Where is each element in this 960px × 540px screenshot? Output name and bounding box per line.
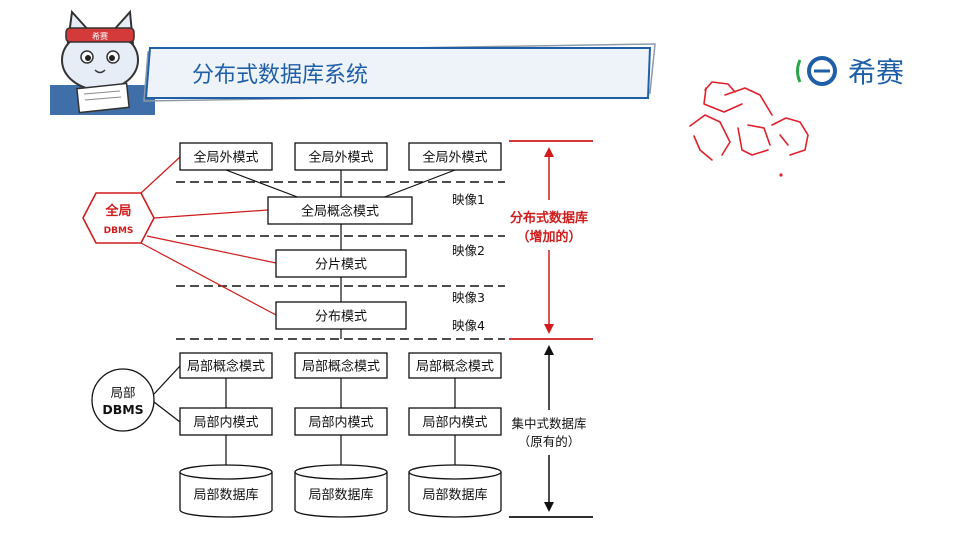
global-external-schema-1: 全局外模式 [193,150,258,166]
global-dbms-label-2: DBMS [104,226,134,236]
mapping-label-2: 映像2 [452,243,485,258]
fragment-schema: 分片模式 [275,249,407,278]
local-conceptual-schema-row: 局部概念模式 局部概念模式 局部概念模式 [179,352,502,379]
mascot-illustration: 希赛 [50,9,155,115]
distributed-label-1: 分布式数据库 [510,210,588,226]
brand-logo: 希赛 [796,56,904,89]
local-database-row: 局部数据库 局部数据库 局部数据库 [179,464,502,518]
distributed-bracket: 分布式数据库 （增加的） [509,140,593,340]
title-banner: 分布式数据库系统 [143,43,656,102]
centralized-label-2: （原有的） [518,434,581,449]
mapping-label-1: 映像1 [452,192,485,207]
local-internal-schema-row: 局部内模式 局部内模式 局部内模式 [179,407,502,436]
local-database-3: 局部数据库 [422,487,487,503]
mapping-dividers [176,181,505,340]
local-database-2: 局部数据库 [308,487,373,503]
mapping-label-3: 映像3 [452,290,485,305]
global-dbms-node: 全局 DBMS [82,192,155,244]
local-dbms-label-1: 局部 [110,385,135,400]
fragment-schema-label: 分片模式 [315,258,367,273]
local-internal-schema-3: 局部内模式 [422,415,487,431]
allocation-schema-label: 分布模式 [315,310,367,325]
local-internal-schema-2: 局部内模式 [308,415,373,431]
global-external-schema-3: 全局外模式 [422,150,487,166]
mapping-labels: 映像1 映像2 映像3 映像4 [452,192,485,333]
global-external-schema-2: 全局外模式 [308,150,373,166]
logo-text: 希赛 [848,56,904,89]
local-conceptual-schema-2: 局部概念模式 [302,359,380,375]
centralized-label-1: 集中式数据库 [511,416,586,431]
global-dbms-label-1: 全局 [104,203,131,219]
distributed-label-2: （增加的） [516,229,581,245]
mascot-badge: 希赛 [92,31,108,41]
global-dbms-connectors [140,156,277,316]
local-database-1: 局部数据库 [193,487,258,503]
local-dbms-label-2: DBMS [102,402,143,417]
local-internal-schema-1: 局部内模式 [193,415,258,431]
local-conceptual-schema-1: 局部概念模式 [187,359,265,375]
local-dbms-node: 局部 DBMS [91,368,155,432]
centralized-bracket: 集中式数据库 （原有的） [509,345,593,518]
database-cylinder-icon [294,464,388,518]
global-conceptual-schema: 全局概念模式 [267,196,413,225]
database-cylinder-icon [179,464,273,518]
global-conceptual-schema-label: 全局概念模式 [301,204,379,220]
mapping-label-4: 映像4 [452,318,485,333]
local-conceptual-schema-3: 局部概念模式 [416,359,494,375]
allocation-schema: 分布模式 [275,301,407,330]
handwritten-scribble [689,81,809,177]
global-external-schema-row: 全局外模式 全局外模式 全局外模式 [179,142,502,171]
xisai-logo-icon [796,56,837,86]
slide-title: 分布式数据库系统 [192,63,368,88]
schema-connectors [153,169,456,466]
database-cylinder-icon [408,464,502,518]
